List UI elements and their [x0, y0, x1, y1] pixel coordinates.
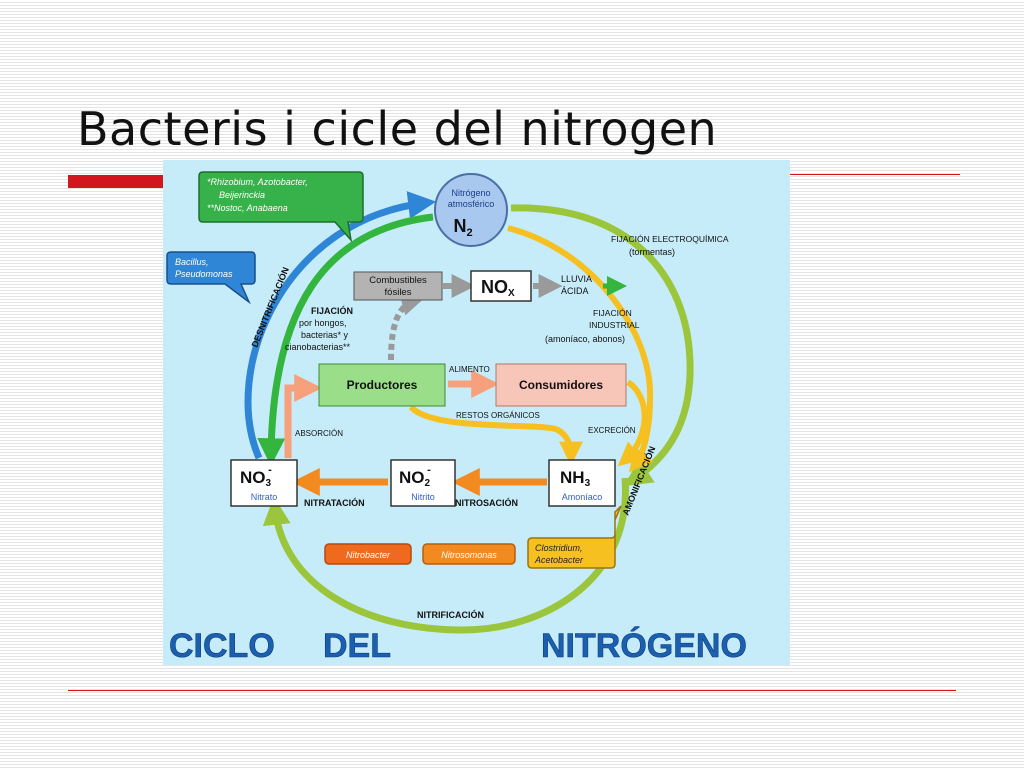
label-fijacion-1: FIJACIÓN [311, 305, 353, 316]
label-fijacion-industrial-1: FIJACIÓN [593, 308, 632, 318]
arrow-fijacion-electroquimica [510, 204, 694, 487]
nitrogen-cycle-diagram: Nitrógeno atmosférico N2 *Rhizobium, Azo… [163, 160, 790, 665]
arrow-excrecion [617, 379, 648, 467]
arrow-fijacion-industrial [507, 225, 654, 473]
cycle-title-word1: CICLO [169, 627, 275, 665]
label-nitrosacion: NITROSACIÓN [455, 497, 518, 508]
box-productores: Productores [318, 363, 446, 407]
n2-label-line2: atmosférico [448, 199, 495, 209]
label-nitrificacion: NITRIFICACIÓN [417, 609, 484, 620]
nh3-name: Amoníaco [562, 492, 603, 502]
callout-nitrosomonas-text: Nitrosomonas [441, 550, 497, 560]
arrow-absorcion [284, 374, 323, 458]
productores-label: Productores [347, 378, 418, 392]
label-restos-organicos: RESTOS ORGÁNICOS [456, 411, 540, 420]
consumidores-label: Consumidores [519, 378, 603, 392]
callout-rhizobium-line1: *Rhizobium, Azotobacter, [207, 177, 308, 187]
arrow-productores-combustibles [388, 292, 426, 361]
no3-name: Nitrato [251, 492, 278, 502]
callout-rhizobium-line2: Beijerinckia [219, 190, 265, 200]
box-no2: NO2- Nitrito [390, 459, 456, 507]
label-fijacion-3: bacterias* y [301, 330, 349, 340]
label-nitratacion: NITRATACIÓN [304, 497, 365, 508]
arrow-desnitrificacion [244, 191, 437, 460]
callout-nitrosomonas: Nitrosomonas [422, 543, 516, 565]
no2-formula: NO2- [399, 464, 431, 489]
box-nh3: NH3 Amoníaco [548, 459, 616, 507]
label-fijacion-industrial-2: INDUSTRIAL [589, 320, 640, 330]
label-lluvia-1: LLUVIA [561, 274, 592, 284]
cycle-title-word3: NITRÓGENO [541, 627, 747, 665]
label-excrecion: EXCRECIÓN [588, 426, 636, 435]
nh3-formula: NH3 [560, 468, 591, 489]
footer-line [68, 690, 956, 691]
callout-clostridium: Clostridium, Acetobacter [527, 505, 622, 569]
box-nox: NOX [470, 270, 532, 302]
combustibles-line2: fósiles [385, 287, 412, 298]
callout-bacillus: Bacillus, Pseudomonas [166, 251, 256, 305]
callout-rhizobium-line3: **Nostoc, Anabaena [207, 203, 288, 213]
label-alimento: ALIMENTO [449, 365, 490, 374]
title-accent-bar [68, 175, 164, 188]
label-fijacion-2: por hongos, [299, 318, 347, 328]
label-absorcion: ABSORCIÓN [295, 429, 343, 438]
label-fijacion-4: cianobacterias** [285, 342, 351, 352]
label-fijacion-electro-2: (tormentas) [629, 247, 675, 257]
callout-bacillus-line1: Bacillus, [175, 257, 209, 267]
label-fijacion-electro-1: FIJACIÓN ELECTROQUÍMICA [611, 234, 729, 244]
n2-formula: N2 [453, 216, 472, 239]
box-combustibles-fosiles: Combustibles fósiles [353, 271, 443, 301]
callout-nitrobacter-text: Nitrobacter [346, 550, 391, 560]
combustibles-line1: Combustibles [369, 275, 427, 286]
no3-formula: NO3- [240, 464, 272, 489]
n2-label-line1: Nitrógeno [451, 188, 490, 198]
callout-clostridium-line1: Clostridium, [535, 543, 583, 553]
diagram-canvas: Nitrógeno atmosférico N2 *Rhizobium, Azo… [166, 171, 747, 665]
title-accent-line [788, 174, 960, 175]
slide-title: Bacteris i cicle del nitrogen [77, 102, 718, 156]
no2-name: Nitrito [411, 492, 435, 502]
arrow-restos-organicos [408, 404, 583, 466]
callout-nitrobacter: Nitrobacter [324, 543, 412, 565]
callout-clostridium-line2: Acetobacter [534, 555, 584, 565]
arrow-fijacion-biologica [257, 213, 434, 467]
callout-bacillus-line2: Pseudomonas [175, 269, 233, 279]
callout-rhizobium: *Rhizobium, Azotobacter, Beijerinckia **… [198, 171, 364, 243]
label-fijacion-industrial-3: (amoníaco, abonos) [545, 334, 625, 344]
box-no3: NO3- Nitrato [230, 459, 298, 507]
nox-formula: NOX [481, 277, 515, 299]
cycle-title-word2: DEL [323, 627, 391, 665]
box-consumidores: Consumidores [495, 363, 627, 407]
label-lluvia-2: ÁCIDA [561, 286, 589, 296]
n2-circle [434, 173, 508, 247]
